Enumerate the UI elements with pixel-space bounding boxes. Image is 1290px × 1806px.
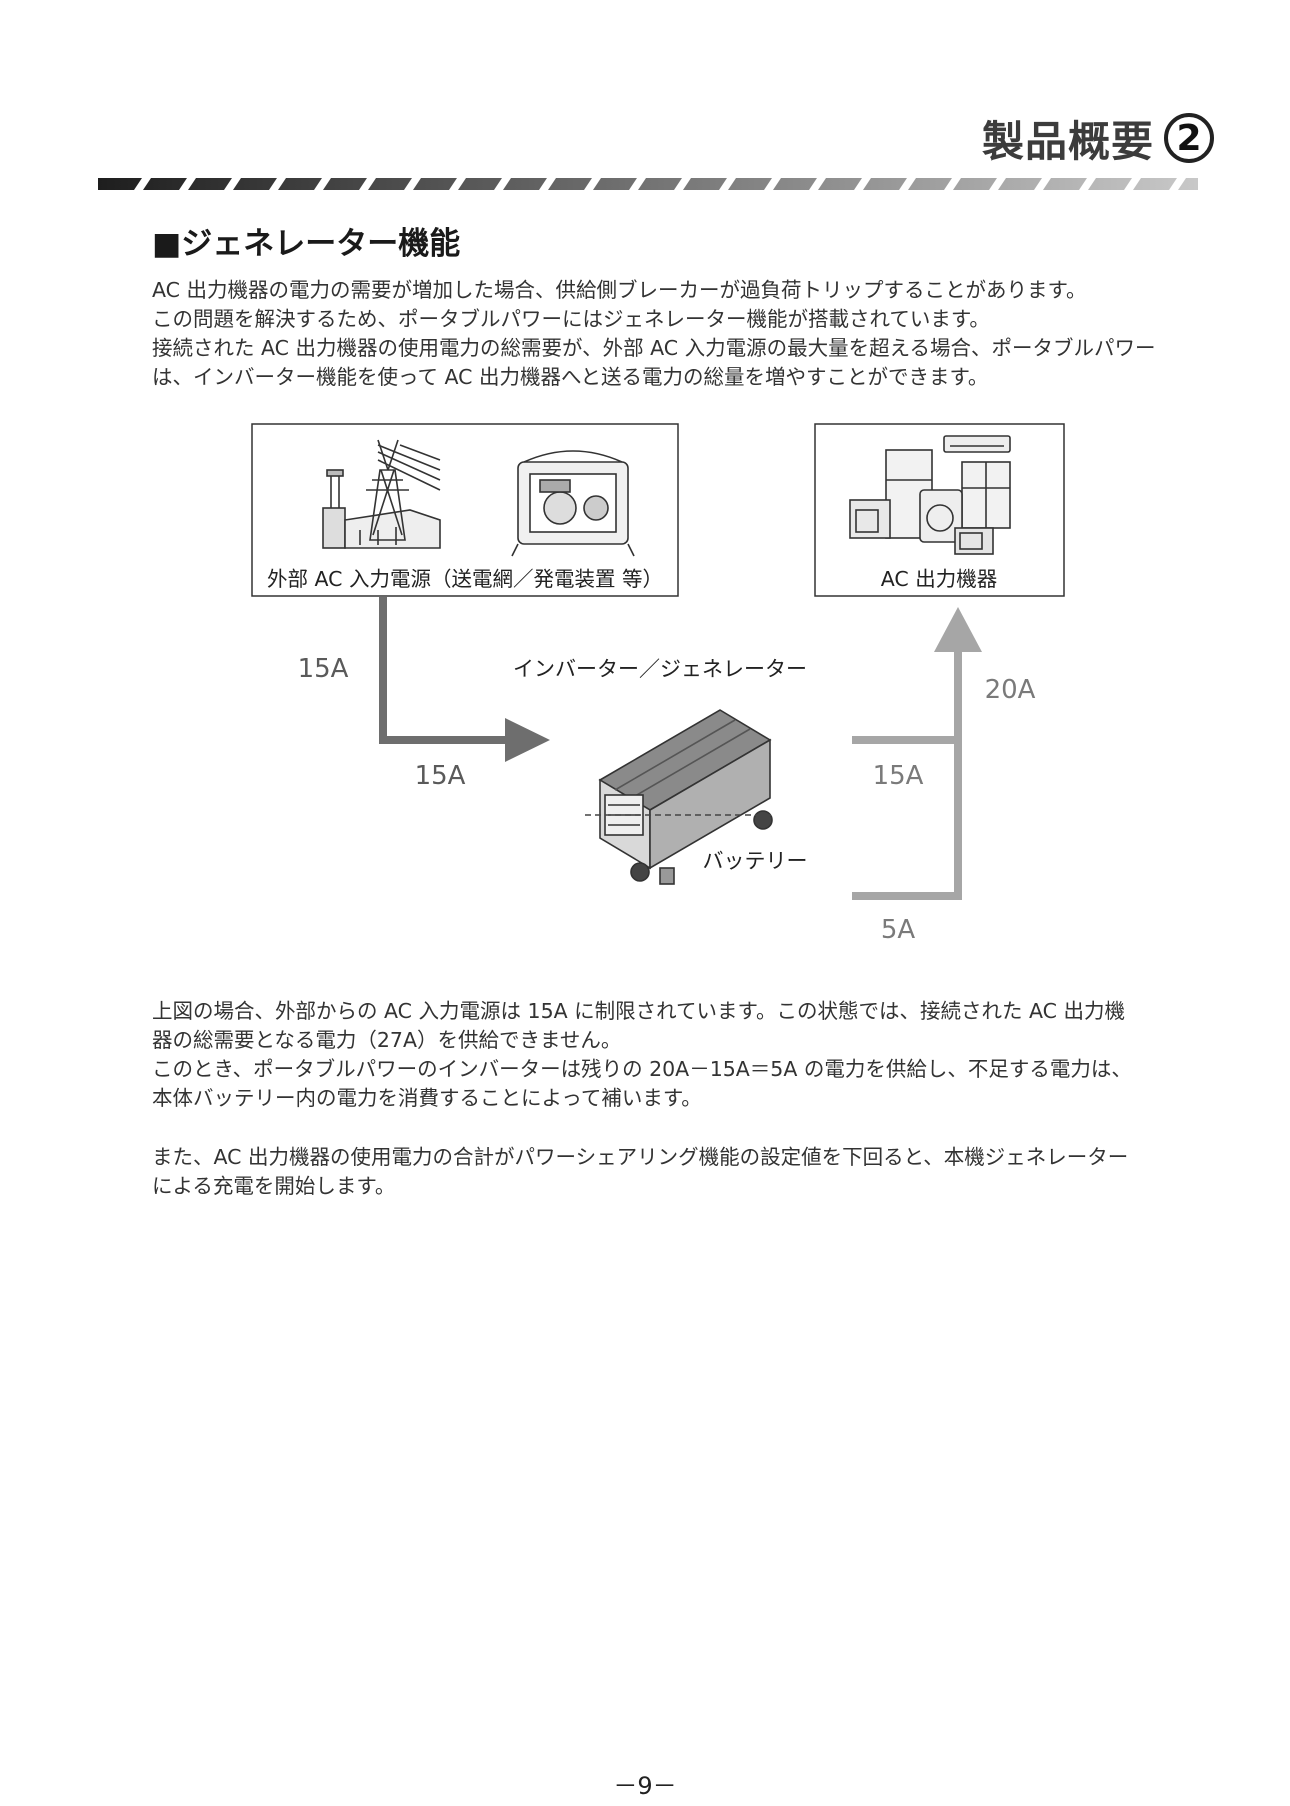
note-paragraph: また、AC 出力機器の使用電力の合計がパワーシェアリング機能の設定値を下回ると、… bbox=[152, 1143, 1212, 1201]
chapter-header: 製品概要 2 bbox=[982, 108, 1214, 168]
intro-line: この問題を解決するため、ポータブルパワーにはジェネレーター機能が搭載されています… bbox=[152, 307, 990, 331]
appliances-icon bbox=[849, 435, 1011, 555]
inverter-label: インバーター／ジェネレーター bbox=[513, 657, 807, 681]
generator-flow-diagram: 外部 AC 入力電源（送電網／発電装置 等） AC 出力機器 15A 15A イ… bbox=[251, 423, 1065, 945]
intro-line: は、インバーター機能を使って AC 出力機器へと送る電力の総量を増やすことができ… bbox=[152, 365, 989, 389]
current-in-top: 15A bbox=[298, 654, 349, 684]
explanation-paragraph: 上図の場合、外部からの AC 入力電源は 15A に制限されています。この状態で… bbox=[152, 997, 1212, 1113]
dashed-header-rule bbox=[98, 178, 1198, 190]
page-number: －9－ bbox=[613, 1772, 677, 1800]
portable-power-unit-icon bbox=[598, 709, 773, 885]
source-label: 外部 AC 入力電源（送電網／発電装置 等） bbox=[267, 567, 663, 591]
current-in-bottom: 15A bbox=[415, 761, 466, 791]
battery-line bbox=[852, 650, 962, 900]
generator-icon bbox=[511, 450, 635, 557]
input-arrow-head bbox=[505, 718, 550, 762]
chapter-number-badge: 2 bbox=[1164, 113, 1214, 163]
explain-line: 器の総需要となる電力（27A）を供給できません。 bbox=[152, 1028, 622, 1052]
power-grid-icon bbox=[322, 439, 441, 549]
battery-label: バッテリー bbox=[703, 849, 808, 873]
output-arrow-head bbox=[934, 607, 982, 652]
note-line: による充電を開始します。 bbox=[152, 1174, 396, 1198]
current-total: 20A bbox=[985, 675, 1036, 705]
intro-line: AC 出力機器の電力の需要が増加した場合、供給側ブレーカーが過負荷トリップするこ… bbox=[152, 278, 1087, 302]
note-line: また、AC 出力機器の使用電力の合計がパワーシェアリング機能の設定値を下回ると、… bbox=[152, 1145, 1129, 1169]
current-battery: 5A bbox=[881, 915, 916, 945]
explain-line: 上図の場合、外部からの AC 入力電源は 15A に制限されています。この状態で… bbox=[152, 999, 1125, 1023]
input-arrow bbox=[379, 597, 508, 744]
explain-line: 本体バッテリー内の電力を消費することによって補います。 bbox=[152, 1086, 702, 1110]
current-pass: 15A bbox=[873, 761, 924, 791]
intro-line: 接続された AC 出力機器の使用電力の総需要が、外部 AC 入力電源の最大量を超… bbox=[152, 336, 1156, 360]
output-label: AC 出力機器 bbox=[881, 567, 998, 591]
chapter-title: 製品概要 bbox=[981, 116, 1154, 166]
intro-paragraph: AC 出力機器の電力の需要が増加した場合、供給側ブレーカーが過負荷トリップするこ… bbox=[152, 276, 1212, 392]
explain-line: このとき、ポータブルパワーのインバーターは残りの 20A－15A＝5A の電力を… bbox=[152, 1057, 1132, 1081]
section-heading: ■ジェネレーター機能 bbox=[152, 226, 461, 262]
